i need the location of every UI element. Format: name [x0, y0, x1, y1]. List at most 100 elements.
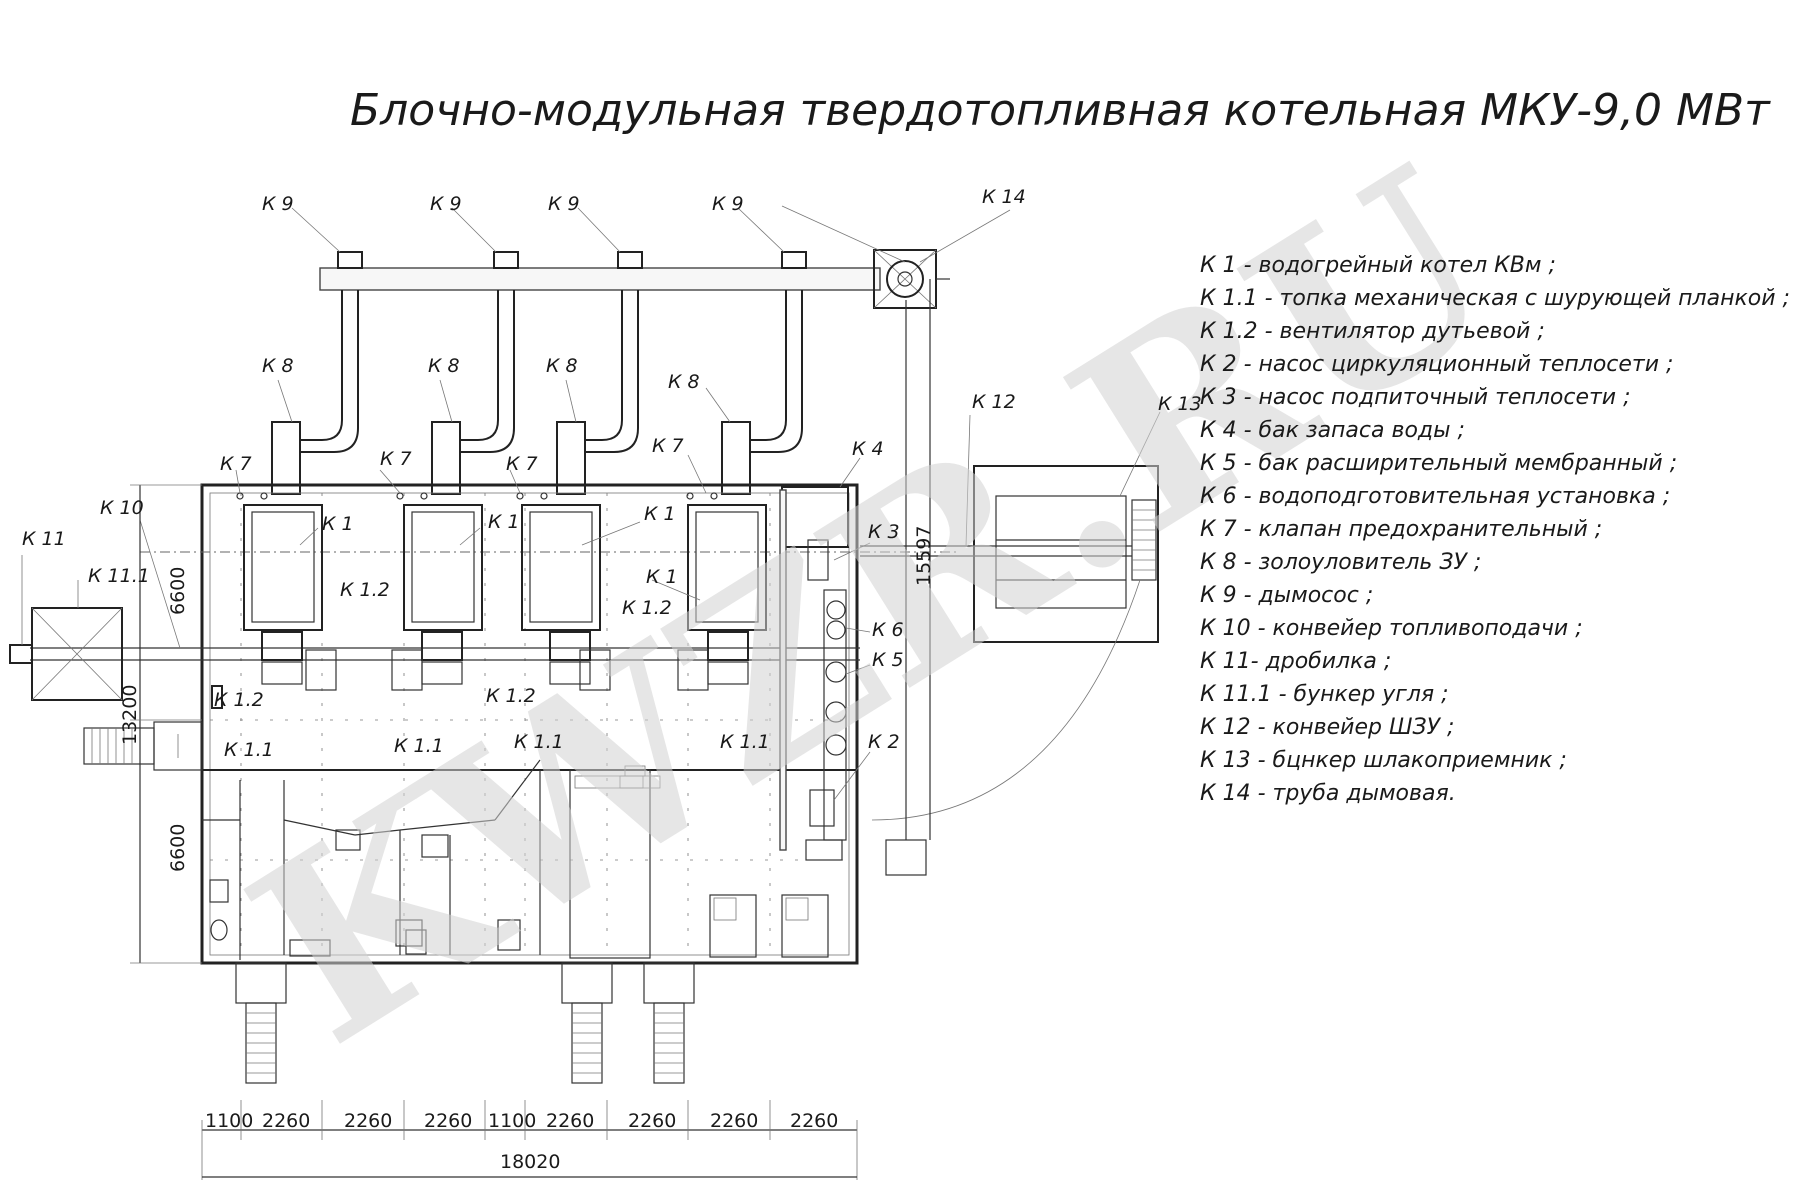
slag-hopper-k13 [973, 411, 1161, 643]
tag-k8-3: К 8 [546, 355, 578, 377]
tag-k10: К 10 [100, 497, 144, 519]
ash-catcher-k8-4 [705, 387, 751, 495]
tag-k1-2-3: К 1.2 [214, 689, 264, 711]
lower-rooms [202, 759, 829, 960]
dim-bottom-1: 1100 [205, 1110, 253, 1132]
ash-catcher-k8-1 [271, 379, 301, 495]
boiler-k1-2 [403, 504, 483, 685]
legend-item: К 3 - насос подпиточный теплосети ; [1200, 385, 1631, 410]
legend-item: К 9 - дымосос ; [1200, 583, 1373, 608]
slag-conveyor-k12 [860, 414, 1141, 821]
tag-k1-1: К 1 [322, 513, 354, 535]
tag-k7-4: К 7 [652, 435, 684, 457]
tag-k1-4: К 1 [646, 566, 678, 588]
legend-item: К 7 - клапан предохранительный ; [1200, 517, 1602, 542]
tag-k1-2-2: К 1.2 [622, 597, 672, 619]
tag-k1-1-1: К 1.1 [224, 739, 274, 761]
dim-bottom-7: 2260 [628, 1110, 676, 1132]
dim-total-width: 18020 [500, 1151, 560, 1173]
tag-k11: К 11 [22, 528, 66, 550]
tag-k7-1: К 7 [220, 453, 252, 475]
exhauster-k9-4 [737, 207, 807, 269]
dim-bottom-6: 2260 [546, 1110, 594, 1132]
tag-k9-1: К 9 [262, 193, 294, 215]
dim-bottom-2: 2260 [262, 1110, 310, 1132]
tag-k1-3: К 1 [644, 503, 676, 525]
tag-k9-2: К 9 [430, 193, 462, 215]
legend-item: К 4 - бак запаса воды ; [1200, 418, 1465, 443]
bottom-stair-3 [643, 962, 695, 1084]
dim-bottom-8: 2260 [710, 1110, 758, 1132]
chimney-k14 [781, 205, 1011, 309]
legend-item: К 11.1 - бункер угля ; [1200, 682, 1449, 707]
ash-catcher-k8-2 [431, 379, 461, 495]
exhauster-k9-1 [291, 207, 363, 269]
tag-k3: К 3 [868, 521, 900, 543]
tag-k9-4: К 9 [712, 193, 744, 215]
legend-item: К 11- дробилка ; [1200, 649, 1391, 674]
tag-k1-2-4: К 1.2 [486, 685, 536, 707]
coal-hopper-k11-1 [31, 580, 123, 701]
tag-k12: К 12 [972, 391, 1016, 413]
dimension-lines [130, 279, 931, 1180]
equipment-tags: К 9 К 9 К 9 К 9 К 14 К 8 К 8 К 8 К 8 К 7… [22, 186, 1202, 761]
tag-k13: К 13 [1158, 393, 1202, 415]
legend-item: К 12 - конвейер ШЗУ ; [1200, 715, 1454, 740]
legend-item: К 6 - водоподготовительная установка ; [1200, 484, 1670, 509]
tag-k9-3: К 9 [548, 193, 580, 215]
legend-item: К 5 - бак расширительный мембранный ; [1200, 451, 1677, 476]
tag-k1-1-3: К 1.1 [514, 731, 564, 753]
legend-item: К 1 - водогрейный котел КВм ; [1200, 253, 1556, 278]
flue-duct [319, 267, 881, 291]
legend-item: К 2 - насос циркуляционный теплосети ; [1200, 352, 1673, 377]
tag-k2: К 2 [868, 731, 900, 753]
ash-catcher-k8-3 [556, 379, 586, 495]
legend-item: К 10 - конвейер топливоподачи ; [1200, 616, 1583, 641]
tag-k1-1-4: К 1.1 [720, 731, 770, 753]
legend-item: К 13 - бцнкер шлакоприемник ; [1200, 748, 1567, 773]
legend-item: К 1.1 - топка механическая с шурующей пл… [1200, 286, 1790, 311]
tag-k7-2: К 7 [380, 448, 412, 470]
exhauster-k9-2 [451, 207, 519, 269]
tag-k8-2: К 8 [428, 355, 460, 377]
safety-valves-k7 [235, 454, 718, 500]
boiler-k1-4 [651, 504, 767, 685]
dim-bottom-4: 2260 [424, 1110, 472, 1132]
tag-k8-4: К 8 [668, 371, 700, 393]
tag-k7-3: К 7 [506, 453, 538, 475]
legend-item: К 1.2 - вентилятор дутьевой ; [1200, 319, 1545, 344]
legend-item: К 14 - труба дымовая. [1200, 781, 1456, 806]
boiler-k1-1 [243, 504, 323, 685]
dim-bottom-3: 2260 [344, 1110, 392, 1132]
tag-k5: К 5 [872, 649, 904, 671]
tag-k4: К 4 [852, 438, 884, 460]
dim-left-total: 13200 [119, 685, 141, 745]
legend: К 1 - водогрейный котел КВм ; К 1.1 - то… [1200, 253, 1790, 806]
tag-k6: К 6 [872, 619, 904, 641]
dim-right-height: 15597 [913, 526, 935, 586]
chimney-drop [885, 300, 927, 876]
exhauster-k9-3 [577, 207, 643, 269]
legend-item: К 8 - золоуловитель ЗУ ; [1200, 550, 1481, 575]
tag-k11-1: К 11.1 [88, 565, 150, 587]
left-stair [83, 721, 203, 771]
bottom-stair-2 [561, 962, 613, 1084]
service-piping [779, 489, 871, 861]
tag-k1-1-2: К 1.1 [394, 735, 444, 757]
dimension-labels: 1100 2260 2260 2260 1100 2260 2260 2260 … [119, 526, 935, 1173]
bottom-stair-1 [235, 962, 287, 1084]
dim-bottom-9: 2260 [790, 1110, 838, 1132]
tag-k14: К 14 [982, 186, 1026, 208]
dim-left-lower: 6600 [167, 824, 189, 872]
boiler-k1-3 [521, 504, 641, 685]
flue-pipes [300, 290, 803, 453]
tag-k1-2: К 1 [488, 511, 520, 533]
dim-bottom-5: 1100 [488, 1110, 536, 1132]
tag-k1-2-1: К 1.2 [340, 579, 390, 601]
fan-k1-2 [211, 649, 709, 709]
drawing-title: Блочно-модульная твердотопливная котельн… [350, 85, 1771, 136]
crusher-k11 [9, 555, 33, 664]
dim-left-upper: 6600 [167, 567, 189, 615]
tag-k8-1: К 8 [262, 355, 294, 377]
